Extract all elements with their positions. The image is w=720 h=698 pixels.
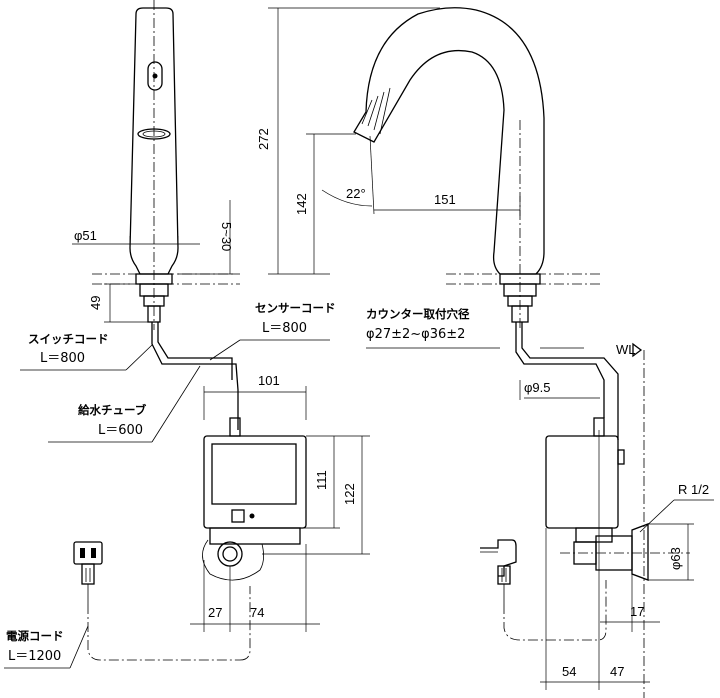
thread-r12: R 1/2 bbox=[678, 482, 709, 497]
left-faucet-view: φ51 5~30 49 センサーコード L＝800 スイッチコード L＝800 … bbox=[4, 0, 370, 669]
dim-17: 17 bbox=[630, 604, 644, 619]
dim-151: 151 bbox=[434, 192, 456, 207]
dim-74: 74 bbox=[250, 605, 264, 620]
supply-tube-length: L＝600 bbox=[98, 423, 143, 438]
switch-cord-length: L＝800 bbox=[40, 351, 85, 366]
power-cord-length: L＝1200 bbox=[8, 649, 61, 664]
dim-dia63: φ63 bbox=[668, 547, 683, 570]
dim-142: 142 bbox=[294, 193, 309, 215]
wl-mark: WL bbox=[616, 342, 636, 357]
dim-27: 27 bbox=[208, 605, 222, 620]
power-cord-label: 電源コード bbox=[6, 629, 64, 643]
dim-54: 54 bbox=[562, 664, 576, 679]
sensor-cord-label: センサーコード bbox=[255, 301, 336, 315]
dim-dia9-5: φ9.5 bbox=[524, 380, 551, 395]
dim-101: 101 bbox=[258, 373, 280, 388]
counter-hole-label: カウンター取付穴径 bbox=[366, 307, 470, 321]
right-faucet-view: 272 142 22° 151 カウンター取付穴径 φ27±2~φ36±2 WL… bbox=[256, 7, 714, 698]
dim-47: 47 bbox=[610, 664, 624, 679]
dim-272: 272 bbox=[256, 128, 271, 150]
dim-111: 111 bbox=[314, 470, 329, 490]
dim-5-30: 5~30 bbox=[219, 222, 234, 251]
dim-dia51: φ51 bbox=[74, 228, 97, 243]
sensor-cord-length: L＝800 bbox=[262, 321, 307, 336]
hole-range-label: φ27±2~φ36±2 bbox=[366, 327, 465, 342]
switch-cord-label: スイッチコード bbox=[28, 332, 109, 346]
angle-22: 22° bbox=[346, 186, 366, 201]
supply-tube-label: 給水チューブ bbox=[78, 403, 147, 417]
dim-122: 122 bbox=[342, 483, 357, 505]
dim-49: 49 bbox=[88, 296, 103, 310]
